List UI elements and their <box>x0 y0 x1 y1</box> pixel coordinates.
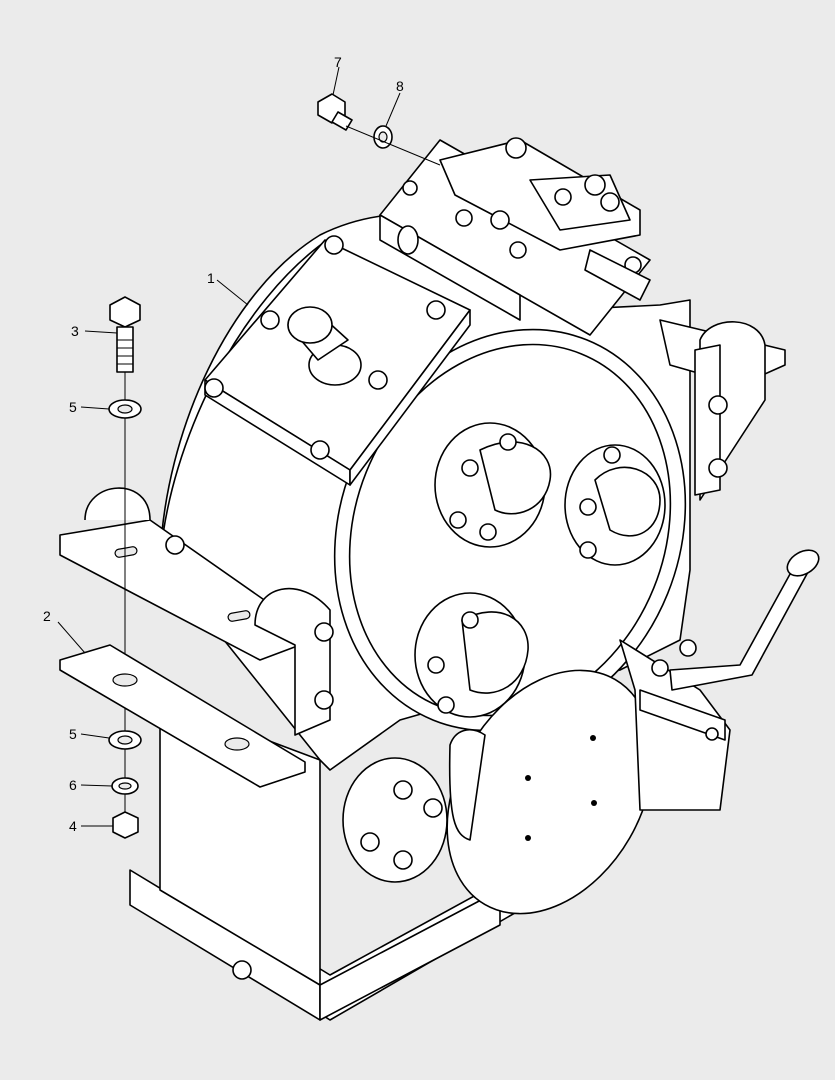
mounting-plate-2 <box>59 644 306 788</box>
hub-upper-left <box>434 422 552 548</box>
hub-upper-right <box>564 444 666 566</box>
plug-7 <box>317 93 353 131</box>
sealing-washer-8 <box>345 125 441 166</box>
callout-6: 6 <box>69 777 77 793</box>
callout-7: 7 <box>334 54 342 70</box>
hub-lower <box>414 592 529 718</box>
leader-lines <box>57 66 401 827</box>
callout-8: 8 <box>396 78 404 94</box>
control-valve-block <box>379 137 651 336</box>
bracket-right <box>619 639 731 811</box>
washer-5-bottom <box>108 730 142 750</box>
top-cover <box>204 235 471 486</box>
hub-bottom-left <box>342 757 448 883</box>
callout-1: 1 <box>207 270 215 286</box>
washer-5-top <box>108 399 142 419</box>
callout-4: 4 <box>69 818 77 834</box>
lock-washer-6 <box>111 777 139 795</box>
lower-housing <box>129 699 541 1021</box>
bolt-3 <box>109 296 141 373</box>
left-mount-foot <box>59 487 334 736</box>
callout-2: 2 <box>43 608 51 624</box>
shift-lever <box>669 549 820 691</box>
nut-4 <box>112 811 139 839</box>
callout-5-top: 5 <box>69 399 77 415</box>
callout-5-bottom: 5 <box>69 726 77 742</box>
callout-3: 3 <box>71 323 79 339</box>
right-mount-lug <box>659 319 786 501</box>
output-disc <box>446 669 654 915</box>
